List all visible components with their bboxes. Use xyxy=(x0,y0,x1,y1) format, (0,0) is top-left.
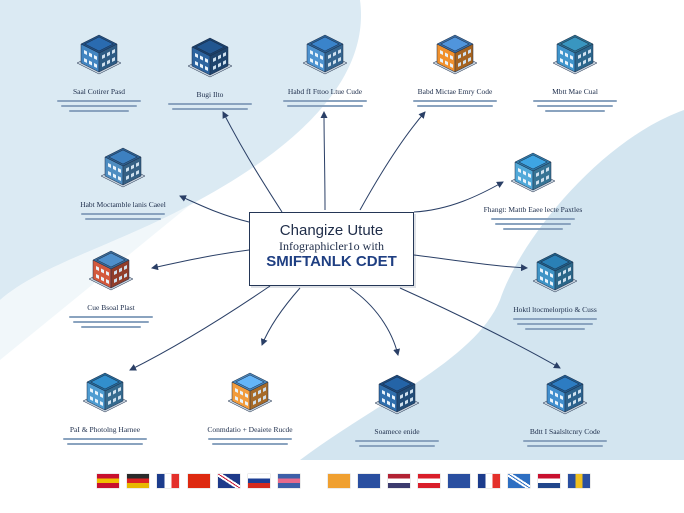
node-description xyxy=(63,438,147,445)
node-cue-bsoal: Cue Bsoal Plast xyxy=(36,238,186,331)
central-title-box: Changize Utute Infographicler1o with SMI… xyxy=(249,212,414,286)
building-icon xyxy=(302,34,348,75)
node-description xyxy=(208,438,292,445)
node-habd-fi: Habd fI Fttoo Ltue Cude xyxy=(250,22,400,110)
node-label: Hoktl ltocmelorptio & Cuss xyxy=(513,305,597,314)
node-bugi-ilto: Bugi Ilto xyxy=(135,25,285,113)
node-babd-mictae: Babd Mictae Emry Code xyxy=(380,22,530,110)
building-icon xyxy=(542,374,588,415)
node-description xyxy=(283,100,367,107)
arrow-to-cue xyxy=(151,249,250,271)
node-description xyxy=(57,100,141,112)
arrow-to-pal xyxy=(129,285,271,371)
node-mbtt-mae: Mbtt Mae Cual xyxy=(500,22,650,115)
node-label: Habd fI Fttoo Ltue Cude xyxy=(287,87,363,96)
building-icon xyxy=(532,252,578,293)
center-title-line1: Changize Utute xyxy=(279,222,384,239)
arrow-to-bugi xyxy=(222,111,283,213)
node-description xyxy=(81,213,165,220)
arrow-to-habt xyxy=(179,195,250,223)
node-description xyxy=(69,316,153,328)
node-label: Soamece enide xyxy=(374,427,420,436)
node-label: Fhangt: Mattb Eaee lecte Paxtles xyxy=(483,205,583,214)
node-label: Conmdatio + Deaiete Rucde xyxy=(207,425,293,434)
node-hoktl: Hoktl ltocmelorptio & Cuss xyxy=(480,240,630,333)
building-icon xyxy=(82,372,128,413)
center-title-line3: SMIFTANLK CDET xyxy=(266,253,397,270)
node-description xyxy=(491,218,575,230)
flag-pink-stripe-icon xyxy=(278,474,300,488)
node-label: Mbtt Mae Cual xyxy=(552,87,598,96)
flag-orange-icon xyxy=(328,474,350,488)
building-icon xyxy=(88,250,134,291)
center-title-line2: Infographicler1o with xyxy=(279,239,384,253)
arrow-to-bdtt xyxy=(399,287,561,369)
building-icon xyxy=(187,37,233,78)
node-label: Bdtt I Saalsltcnry Code xyxy=(529,427,601,436)
flag-spain-icon xyxy=(97,474,119,488)
node-description xyxy=(413,100,497,107)
flag-usa-icon xyxy=(388,474,410,488)
flag-scotland-icon xyxy=(508,474,530,488)
node-label: Cue Bsoal Plast xyxy=(87,303,135,312)
flag-france-2-icon xyxy=(478,474,500,488)
arrow-to-hoktl xyxy=(413,254,528,272)
node-conmdatio: Conmdatio + Deaiete Rucde xyxy=(175,360,325,448)
node-bdtt: Bdtt I Saalsltcnry Code xyxy=(490,362,640,450)
flag-blue-yellow-icon xyxy=(568,474,590,488)
building-icon xyxy=(227,372,273,413)
node-description xyxy=(513,318,597,330)
building-icon xyxy=(100,147,146,188)
arrow-to-babd xyxy=(359,111,426,211)
flag-austria-icon xyxy=(418,474,440,488)
node-label: PaI & Photolng Harnee xyxy=(69,425,141,434)
node-description xyxy=(355,440,439,447)
flag-eu-2-icon xyxy=(448,474,470,488)
arrow-to-conmdatio xyxy=(260,287,301,346)
building-icon xyxy=(432,34,478,75)
arrow-to-soamece xyxy=(349,287,401,356)
node-label: Habt Moctamble lanis Caeel xyxy=(80,200,166,209)
node-fhangt: Fhangt: Mattb Eaee lecte Paxtles xyxy=(458,140,608,233)
arrow-to-fhangt xyxy=(413,181,504,213)
flag-strip xyxy=(0,474,684,494)
flag-russia-icon xyxy=(248,474,270,488)
building-icon xyxy=(374,374,420,415)
arrow-to-habd-fi xyxy=(320,111,328,211)
node-label: Saal Cotirer Pasd xyxy=(72,87,126,96)
building-icon xyxy=(510,152,556,193)
node-label: Babd Mictae Emry Code xyxy=(417,87,493,96)
node-pal-photolng: PaI & Photolng Harnee xyxy=(30,360,180,448)
building-icon xyxy=(552,34,598,75)
flag-germany-like-icon xyxy=(127,474,149,488)
node-saal-cotirer: Saal Cotirer Pasd xyxy=(24,22,174,115)
flag-netherlands-icon xyxy=(538,474,560,488)
flag-china-icon xyxy=(188,474,210,488)
node-habt-moctamble: Habt Moctamble lanis Caeel xyxy=(48,135,198,223)
building-icon xyxy=(76,34,122,75)
flag-france-icon xyxy=(157,474,179,488)
flag-eu-icon xyxy=(358,474,380,488)
node-description xyxy=(533,100,617,112)
node-label: Bugi Ilto xyxy=(196,90,224,99)
flag-uk-icon xyxy=(218,474,240,488)
node-description xyxy=(523,440,607,447)
node-soamece: Soamece enide xyxy=(322,362,472,450)
node-description xyxy=(168,103,252,110)
